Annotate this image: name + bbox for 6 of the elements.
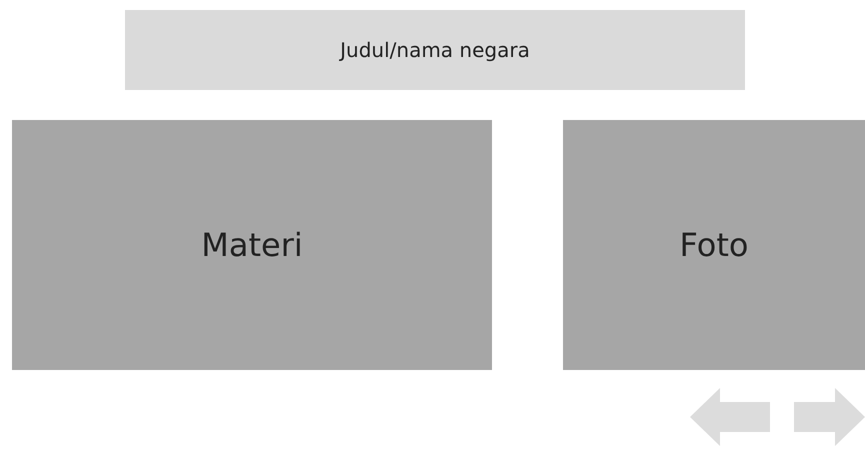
panel-label: Materi [201,226,303,264]
photo-panel [563,120,865,370]
panel-label: Foto [680,226,748,264]
content-panel [12,120,492,370]
title-text: Judul/nama negara [340,38,530,62]
title-bar [125,10,745,90]
